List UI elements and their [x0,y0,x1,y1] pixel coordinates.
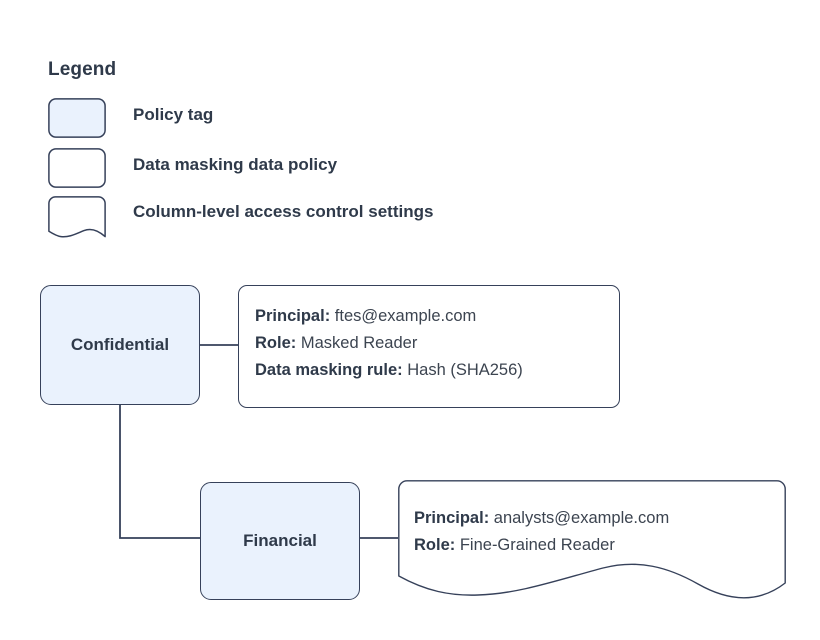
node-financial-label: Financial [243,531,317,550]
callout-confidential-lines: Principal: ftes@example.com Role: Masked… [255,303,523,384]
callout-value-masking-rule: Hash (SHA256) [407,361,523,379]
callout-value-role: Masked Reader [300,334,418,352]
callout-label-principal: Principal: [255,307,331,325]
legend-title: Legend [48,59,117,80]
callout-line-masking-rule: Data masking rule: Hash (SHA256) [255,357,523,384]
legend-label-policy-tag: Policy tag [133,105,214,124]
callout-value-role: Fine-Grained Reader [459,536,615,554]
node-confidential[interactable]: Confidential [40,285,200,405]
callout-financial-wavy-shape [398,480,786,599]
connector-confidential-to-financial [119,405,200,539]
callout-line-role: Role: Masked Reader [255,330,523,357]
legend-swatch-column-access-control [48,196,106,238]
callout-confidential-masking-policy: Principal: ftes@example.com Role: Masked… [238,285,620,408]
callout-financial-lines: Principal: analysts@example.com Role: Fi… [414,505,669,559]
legend-label-data-masking-policy: Data masking data policy [133,155,338,174]
legend-swatch-policy-tag [48,98,106,138]
callout-line-principal: Principal: ftes@example.com [255,303,523,330]
legend: Legend Policy tag Data masking data poli… [0,0,820,250]
callout-line-principal: Principal: analysts@example.com [414,505,669,532]
node-financial[interactable]: Financial [200,482,360,600]
callout-label-role: Role: [255,334,297,352]
node-confidential-label: Confidential [70,335,170,354]
legend-label-column-access-control: Column-level access control settings [133,202,434,221]
callout-line-role: Role: Fine-Grained Reader [414,532,669,559]
callout-label-role: Role: [414,536,456,554]
callout-value-principal: ftes@example.com [334,307,477,325]
callout-value-principal: analysts@example.com [493,509,670,527]
legend-swatch-data-masking-policy [48,148,106,188]
callout-label-masking-rule: Data masking rule: [255,361,403,379]
callout-financial-access-control: Principal: analysts@example.com Role: Fi… [398,480,786,600]
callout-label-principal: Principal: [414,509,490,527]
